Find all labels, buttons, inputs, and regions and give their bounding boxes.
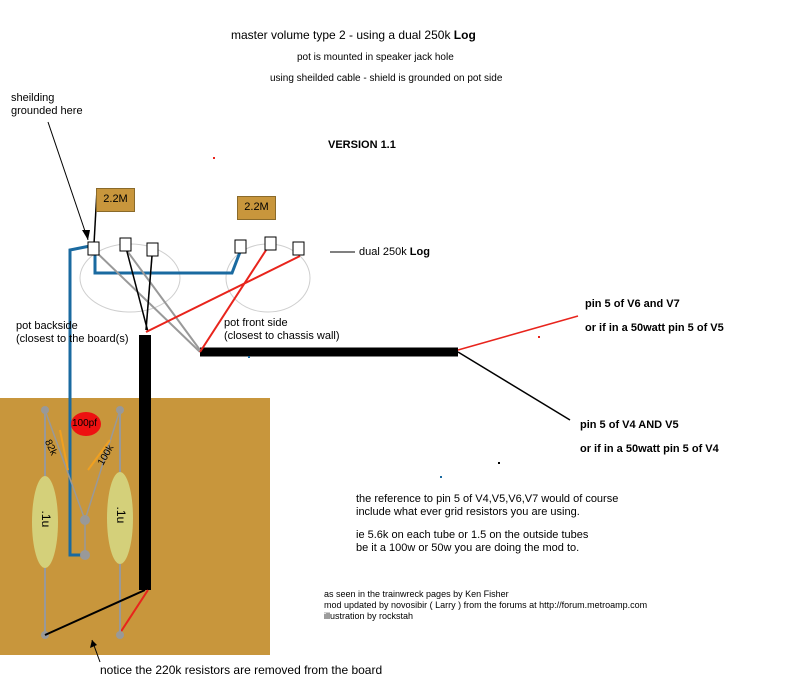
shield-wire-pot: [93, 251, 242, 275]
bottom-note: notice the 220k resistors are removed fr…: [100, 663, 383, 677]
red-wire-3: [457, 315, 579, 351]
subtitle-line3: using sheilded cable - shield is grounde…: [270, 73, 503, 84]
cap-right-body: [107, 472, 133, 564]
cap-100pf-label: 100pf: [72, 418, 98, 429]
note-ref-line3: ie 5.6k on each tube or 1.5 on the outsi…: [356, 529, 589, 541]
bottom-wire: [44, 589, 146, 636]
note-ref-line2: include what ever grid resistors you are…: [356, 506, 580, 518]
title-prefix: master volume type 2 - using a dual 250k: [231, 28, 451, 42]
cap-left-body: [32, 476, 58, 568]
pin-v6v7-line2: or if in a 50watt pin 5 of V5: [585, 322, 724, 334]
pot-terminal-1: [87, 241, 100, 256]
credit-line1: as seen in the trainwreck pages by Ken F…: [324, 589, 509, 599]
black-wire-2: [124, 243, 149, 333]
pot-terminal-2: [119, 237, 132, 252]
credit-line2: mod updated by novosibir ( Larry ) from …: [324, 600, 648, 610]
pot-frontside-label: pot front side (closest to chassis wall): [224, 317, 340, 342]
pot-terminal-4: [234, 239, 247, 254]
title-bold: Log: [453, 28, 476, 42]
dual-pot-label: dual 250k Log: [359, 246, 430, 258]
shield-pointer: [47, 121, 89, 241]
resistor-2m2-right: 2.2M: [237, 196, 276, 220]
note-ref-line1: the reference to pin 5 of V4,V5,V6,V7 wo…: [356, 493, 619, 505]
gray-wire-1: [93, 249, 201, 353]
cap-left-label: .1u: [39, 510, 54, 528]
pin-v4v5-line2: or if in a 50watt pin 5 of V4: [580, 443, 719, 455]
cap-right-label: .1u: [114, 506, 129, 524]
pin-v6v7-line1: pin 5 of V6 and V7: [585, 298, 680, 310]
shielding-label: sheilding grounded here: [11, 92, 83, 117]
black-wire-v4v5: [457, 351, 571, 421]
pot-terminal-5: [264, 236, 277, 251]
page-title: master volume type 2 - using a dual 250k…: [231, 28, 476, 43]
cap-100pf-body: [71, 412, 101, 436]
pot-terminal-3: [146, 242, 159, 257]
pot-terminal-6: [292, 241, 305, 256]
res-82k-lead: [59, 429, 69, 471]
pot-backside-label: pot backside (closest to the board(s): [16, 320, 129, 345]
credit-line3: illustration by rockstah: [324, 611, 414, 621]
subtitle-line2: pot is mounted in speaker jack hole: [297, 52, 454, 63]
pin-v4v5-line1: pin 5 of V4 AND V5: [580, 419, 679, 431]
resistor-2m2-left: 2.2M: [96, 188, 135, 212]
red-wire-4: [119, 589, 149, 634]
gray-wire-2: [124, 247, 201, 351]
version-label: VERSION 1.1: [328, 139, 396, 151]
black-wire-3: [145, 255, 153, 331]
res-100k-lead: [87, 439, 111, 471]
red-wire-2: [199, 243, 271, 353]
note-ref-line4: be it a 100w or 50w you are doing the mo…: [356, 542, 580, 554]
red-wire-1: [145, 255, 301, 333]
shield-wire: [68, 243, 96, 557]
